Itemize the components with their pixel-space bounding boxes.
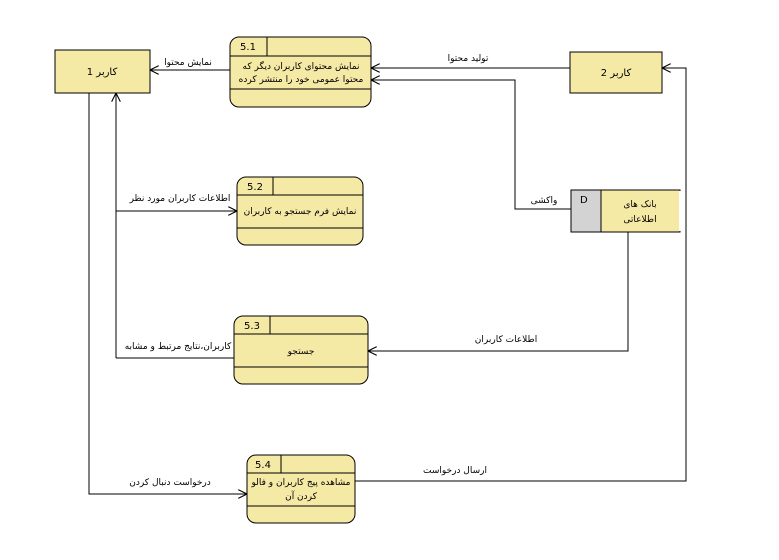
flow-send-request-label: ارسال درخواست xyxy=(423,466,487,476)
process-5-2-line1: نمایش فرم جستجو به کاربران xyxy=(244,207,357,217)
process-5-2: 5.2 نمایش فرم جستجو به کاربران xyxy=(236,176,364,246)
flow-send-request xyxy=(355,68,687,482)
process-5-3-line1: جستجو xyxy=(287,347,315,357)
process-5-3: 5.3 جستجو xyxy=(233,315,369,385)
flow-fetch-label: واکشی xyxy=(531,196,558,206)
process-5-1: 5.1 نمایش محتوای کاربران دیگر که محتوا ع… xyxy=(229,36,372,108)
datastore-databases: D بانک های اطلاعاتی xyxy=(570,189,682,233)
process-5-1-line1: نمایش محتوای کاربران دیگر که xyxy=(243,60,360,72)
flow-search-results-label: کاربران،نتایج مرتبط و مشابه xyxy=(125,342,232,352)
process-5-4-line1: مشاهده پیج کاربران و فالو xyxy=(251,478,351,488)
process-5-1-line2: محتوا عمومی خود را منتشر کرده xyxy=(239,75,364,85)
process-5-4: 5.4 مشاهده پیج کاربران و فالو کردن آن xyxy=(246,454,356,524)
process-5-3-id: 5.3 xyxy=(244,321,260,332)
flow-follow-request xyxy=(88,93,247,494)
datastore-line2: اطلاعاتی xyxy=(623,215,656,225)
entity-user1: کاربر 1 xyxy=(54,49,151,94)
flow-users-info-label: اطلاعات کاربران xyxy=(475,335,537,345)
flow-show-content-label: نمایش محتوا xyxy=(164,58,212,68)
process-5-1-id: 5.1 xyxy=(240,42,256,53)
process-5-4-id: 5.4 xyxy=(255,460,271,471)
datastore-id: D xyxy=(580,195,588,206)
flow-fetch xyxy=(371,80,571,210)
flow-users-info xyxy=(368,232,629,351)
entity-user2: کاربر 2 xyxy=(569,51,663,94)
flow-target-users-info-label: اطلاعات کاربران مورد نظر xyxy=(129,194,231,204)
entity-user1-label: کاربر 1 xyxy=(87,67,118,78)
datastore-line1: بانک های xyxy=(623,200,656,210)
flow-produce-content-label: تولید محتوا xyxy=(448,54,489,64)
entity-user2-label: کاربر 2 xyxy=(601,68,632,79)
process-5-4-line2: کردن آن xyxy=(285,490,318,502)
process-5-2-id: 5.2 xyxy=(247,182,263,193)
flow-follow-request-label: درخواست دنبال کردن xyxy=(129,478,211,488)
